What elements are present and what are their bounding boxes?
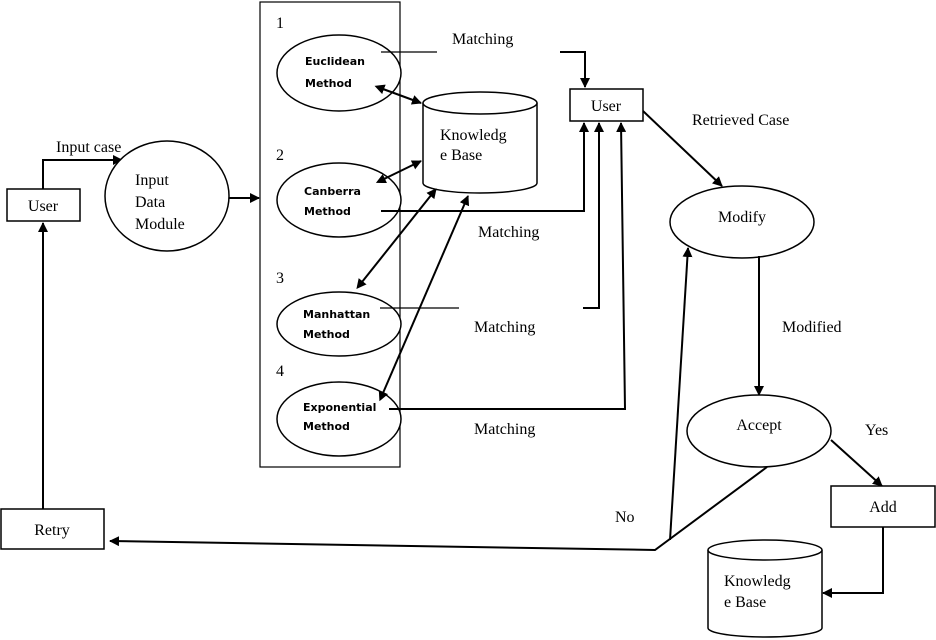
method-2-name-2: Method (304, 205, 351, 218)
matching-arrow-4 (389, 122, 627, 410)
method-4-number: 4 (276, 363, 284, 380)
yes-label: Yes (865, 422, 888, 439)
retrieved-case-arrow (642, 110, 723, 187)
modified-label: Modified (782, 319, 842, 336)
method-1-name-2: Method (305, 77, 352, 90)
matching-arrow-3 (583, 122, 604, 309)
exponential-kb-arrow (378, 195, 470, 402)
method-exponential (276, 381, 402, 457)
yes-arrow (830, 439, 883, 487)
method-3-name-2: Method (303, 328, 350, 341)
matching-label-3: Matching (474, 319, 535, 336)
input-module-line-1: Input (135, 172, 169, 189)
accept-label: Accept (736, 417, 782, 434)
input-data-module: Input Data Module (104, 140, 230, 252)
modify-node (669, 185, 815, 259)
matching-arrow-1 (560, 51, 590, 88)
add-to-kb-arrow (822, 527, 884, 598)
knowledge-base-top: Knowledg e Base (422, 91, 538, 194)
method-manhattan (276, 291, 402, 357)
method-2-name-1: Canberra (304, 185, 361, 198)
knowledge-base-bottom: Knowledg e Base (707, 539, 823, 638)
method-3-name-1: Manhattan (303, 308, 370, 321)
user-box-right: User (569, 88, 644, 122)
input-module-line-3: Module (135, 216, 185, 233)
method-4-name-2: Method (303, 420, 350, 433)
no-to-modify-arrow (669, 247, 693, 541)
euclidean-kb-arrow (374, 84, 422, 105)
input-case-label: Input case (56, 139, 121, 156)
method-1-name-1: Euclidean (305, 55, 365, 68)
kb-top-line-1: Knowledg (440, 127, 507, 144)
method-canberra (276, 162, 402, 238)
user-box-left: User (6, 188, 81, 222)
retrieved-case-label: Retrieved Case (692, 112, 789, 129)
canberra-kb-arrow (375, 160, 422, 184)
method-1-number: 1 (276, 15, 284, 32)
matching-arrow-2 (381, 122, 589, 212)
method-4-name-1: Exponential (303, 401, 376, 414)
matching-label-1: Matching (452, 31, 513, 48)
input-module-line-2: Data (135, 194, 165, 211)
kb-bottom-line-1: Knowledg (724, 573, 791, 590)
accept-node (686, 394, 832, 468)
kb-bottom-line-2: e Base (724, 594, 766, 611)
matching-label-2: Matching (478, 224, 539, 241)
method-3-number: 3 (276, 270, 284, 287)
add-box: Add (830, 485, 936, 528)
kb-top-line-2: e Base (440, 147, 482, 164)
user-left-label: User (28, 198, 59, 215)
add-label: Add (869, 499, 897, 516)
no-label: No (615, 509, 635, 526)
modify-label: Modify (718, 209, 766, 226)
retry-box: Retry (0, 508, 105, 550)
retry-label: Retry (34, 522, 70, 539)
method-2-number: 2 (276, 147, 284, 164)
user-right-label: User (591, 98, 622, 115)
method-euclidean (276, 34, 402, 112)
matching-label-4: Matching (474, 421, 535, 438)
input-case-arrow (42, 155, 123, 189)
no-to-retry-arrow (109, 466, 768, 552)
